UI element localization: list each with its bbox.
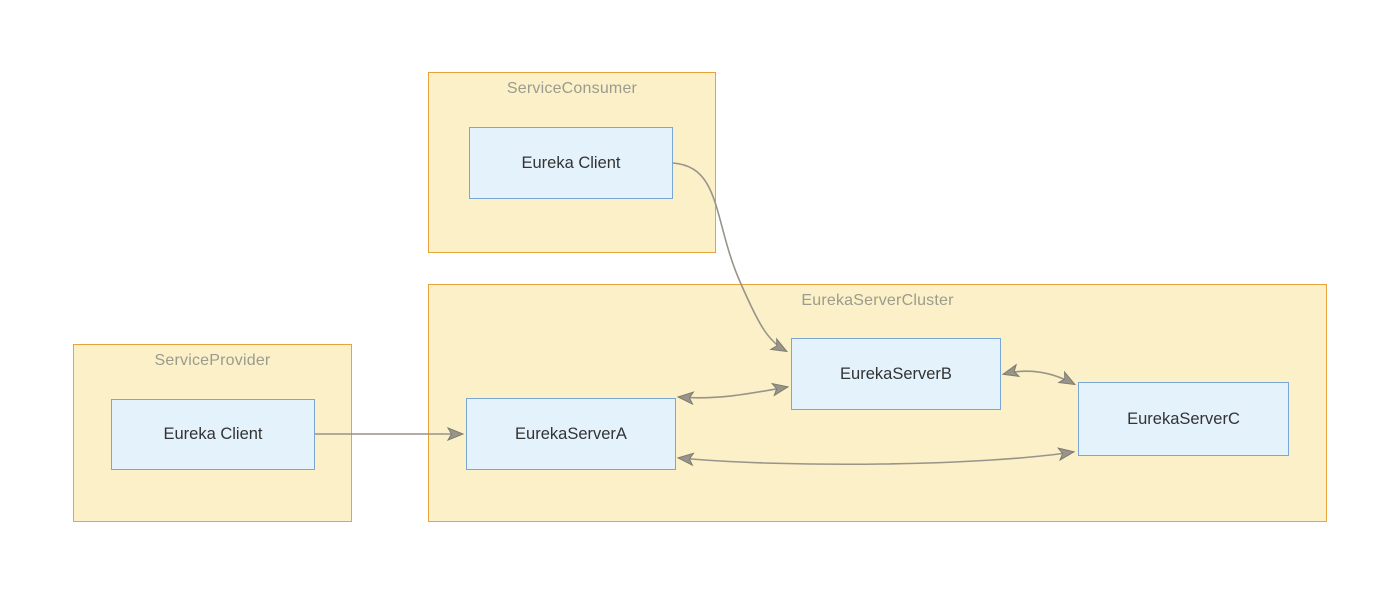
container-title-service-consumer: ServiceConsumer <box>506 80 638 97</box>
node-eureka-server-b: EurekaServerB <box>791 338 1001 410</box>
container-title-service-provider: ServiceProvider <box>154 352 271 369</box>
node-label-eureka-server-b: EurekaServerB <box>840 364 952 383</box>
node-eureka-server-c: EurekaServerC <box>1078 382 1289 456</box>
container-title-eureka-server-cluster: EurekaServerCluster <box>801 292 954 309</box>
node-label-consumer-eureka-client: Eureka Client <box>521 153 621 172</box>
node-label-eureka-server-a: EurekaServerA <box>515 424 627 443</box>
node-label-provider-eureka-client: Eureka Client <box>163 425 263 443</box>
node-label-eureka-server-c: EurekaServerC <box>1127 409 1240 428</box>
node-eureka-server-a: EurekaServerA <box>466 398 676 470</box>
node-consumer-eureka-client: Eureka Client <box>469 127 673 199</box>
node-provider-eureka-client: Eureka Client <box>111 399 315 470</box>
